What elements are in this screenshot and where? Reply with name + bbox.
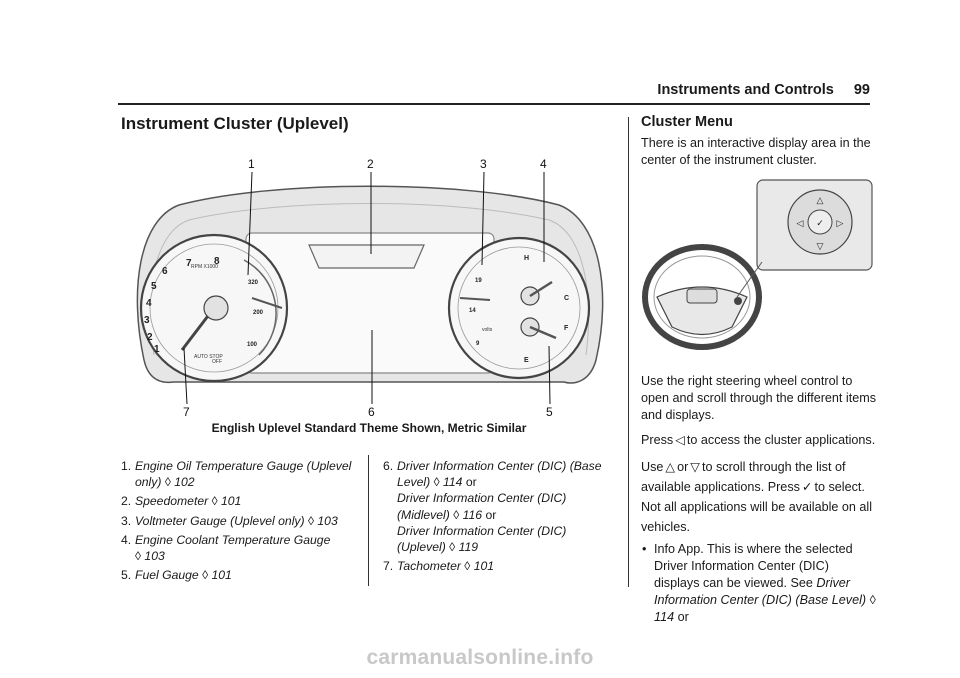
header-rule — [118, 103, 870, 105]
right-triangle-icon: ▷ — [837, 218, 844, 228]
cluster-menu-intro: There is an interactive display area in … — [641, 136, 871, 167]
callout-list-left: 1.Engine Oil Temperature Gauge (Uplevel … — [121, 458, 356, 586]
cluster-menu-heading: Cluster Menu — [641, 114, 733, 130]
figure-title: Instrument Cluster (Uplevel) — [121, 114, 349, 133]
callout-list-right: 6.Driver Information Center (DIC) (Base … — [383, 458, 615, 577]
list-item: 7.Tachometer ◊ 101 — [383, 559, 495, 574]
checkmark-icon: ✓ — [801, 480, 813, 494]
steering-wheel-control-illustration: △ ▽ ◁ ▷ ✓ — [642, 179, 873, 350]
tach-tick-6: 6 — [162, 266, 168, 277]
paragraph: Use△or▽to scroll through the list of ava… — [641, 457, 876, 537]
list-item: •Info App. This is where the selected Dr… — [642, 542, 876, 624]
temp-tick-h: H — [524, 255, 529, 262]
callout-7: 7 — [183, 405, 190, 419]
down-triangle-icon: ▽ — [690, 460, 700, 474]
section-title: Instruments and Controls — [657, 82, 834, 98]
volt-tick-14: 14 — [469, 308, 476, 314]
auto-stop-label: AUTO STOP — [194, 354, 223, 360]
oil-tick-320: 320 — [248, 280, 259, 286]
volt-tick-9: 9 — [476, 341, 480, 347]
callout-1: 1 — [248, 157, 255, 171]
instrument-cluster-illustration: 1 2 3 4 5 6 7 8 RPM X1000 AUTO STOP OFF … — [136, 157, 604, 419]
watermark: carmanualsonline.info — [366, 646, 594, 669]
callout-4: 4 — [540, 157, 547, 171]
fuel-tick-f: F — [564, 325, 569, 332]
volt-tick-19: 19 — [475, 278, 482, 284]
page-number: 99 — [853, 82, 870, 98]
left-triangle-icon: ◁ — [675, 433, 685, 447]
down-triangle-icon: ▽ — [817, 241, 824, 251]
volts-label: volts — [482, 327, 493, 333]
paragraph: Press◁to access the cluster applications… — [641, 433, 876, 447]
list-item: 3.Voltmeter Gauge (Uplevel only) ◊ 103 — [121, 513, 338, 528]
callout-6: 6 — [368, 405, 375, 419]
tach-tick-8: 8 — [214, 256, 220, 267]
tach-tick-7: 7 — [186, 258, 192, 269]
callout-2: 2 — [367, 157, 374, 171]
list-item: 1.Engine Oil Temperature Gauge (Uplevel … — [121, 459, 352, 490]
running-header: Instruments and Controls 99 — [657, 82, 870, 98]
paragraph: Use the right steering wheel control to … — [641, 374, 876, 422]
cluster-menu-body: Use the right steering wheel control to … — [641, 373, 876, 626]
list-item: 2.Speedometer ◊ 101 — [121, 494, 242, 509]
list-item: 5.Fuel Gauge ◊ 101 — [121, 568, 232, 583]
fuel-tick-e: E — [524, 357, 529, 364]
tach-tick-2: 2 — [147, 332, 153, 343]
column-divider — [628, 117, 629, 587]
oil-tick-200: 200 — [253, 310, 264, 316]
list-item: 6.Driver Information Center (DIC) (Base … — [383, 459, 602, 555]
up-arrow-icon: △ — [817, 195, 824, 205]
checkmark-icon: ✓ — [816, 218, 824, 228]
temp-tick-c: C — [564, 295, 569, 302]
left-triangle-icon: ◁ — [797, 218, 804, 228]
tach-tick-3: 3 — [144, 315, 150, 326]
voltmeter-gauge — [447, 236, 591, 380]
list-item: 4.Engine Coolant Temperature Gauge◊ 103 — [121, 532, 331, 564]
tach-tick-5: 5 — [151, 281, 157, 292]
column-divider — [368, 455, 369, 586]
off-label: OFF — [212, 359, 222, 365]
oil-tick-100: 100 — [247, 342, 258, 348]
tach-unit-label: RPM X1000 — [191, 264, 218, 270]
callout-3: 3 — [480, 157, 487, 171]
figure-caption: English Uplevel Standard Theme Shown, Me… — [211, 421, 527, 435]
tach-tick-1: 1 — [154, 344, 160, 355]
callout-5: 5 — [546, 405, 553, 419]
tach-tick-4: 4 — [146, 298, 152, 309]
up-arrow-icon: △ — [665, 460, 676, 474]
